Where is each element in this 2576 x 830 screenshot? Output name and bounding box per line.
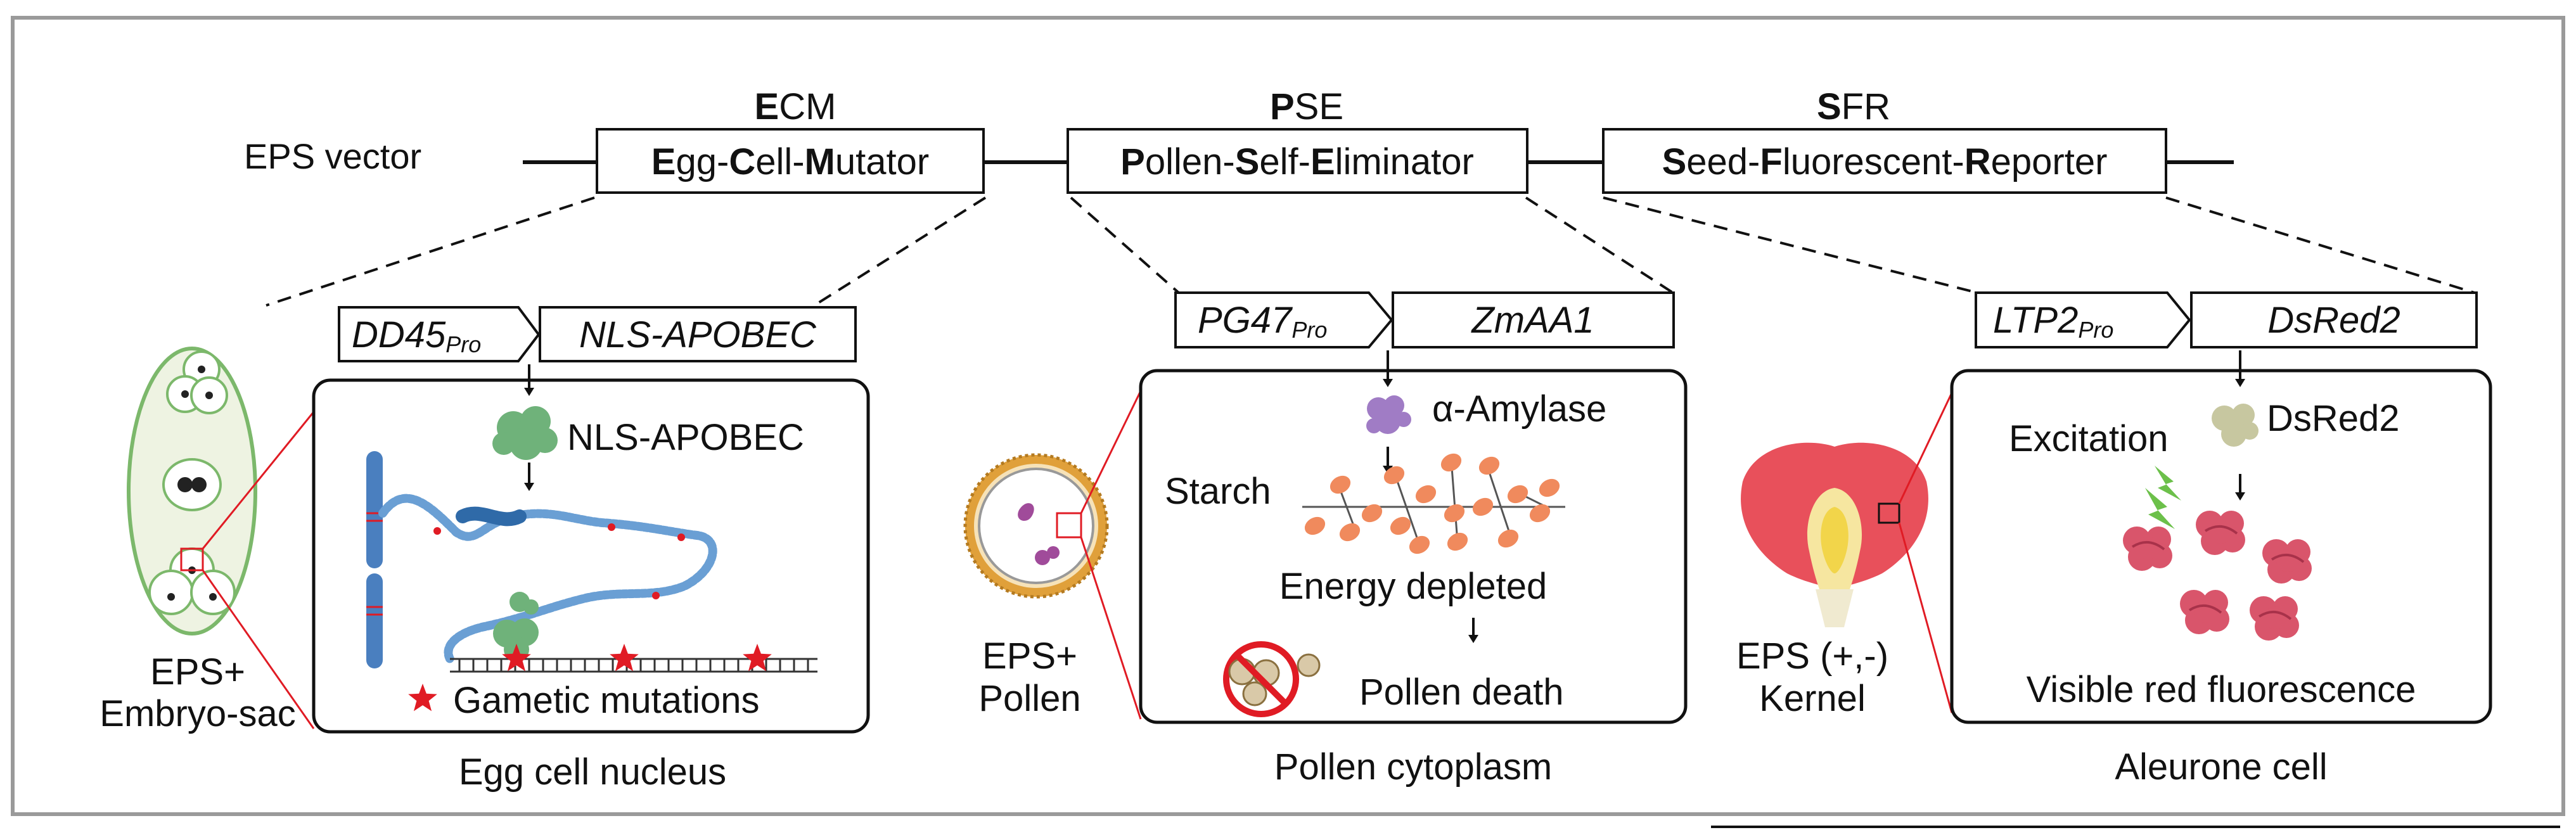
pse-caption: Pollen cytoplasm (1274, 746, 1552, 788)
dsred-fluorescent-blob (2123, 527, 2172, 571)
sfr-excitation-label: Excitation (2009, 418, 2168, 459)
vector-label: EPS vector (244, 136, 421, 176)
pse-death-label: Pollen death (1359, 672, 1563, 713)
pse-module-name: Pollen-Self-Eliminator (1120, 141, 1474, 182)
glucose-unit (1478, 456, 1500, 475)
ecm-cassette: DD45Pro NLS-APOBEC (338, 306, 857, 362)
sfr-abbr: SFR (1817, 86, 1890, 127)
starch-branches (1336, 459, 1547, 546)
glucose-unit (1440, 453, 1462, 472)
sfr-gene: DsRed2 (2267, 300, 2400, 341)
module-name-part: R (1964, 141, 1991, 182)
starch-molecules (1304, 453, 1560, 554)
pse-left-label-2: Pollen (978, 678, 1080, 719)
glucose-unit (1361, 504, 1383, 523)
pse-promoter: PG47Pro (1198, 300, 1327, 343)
dsred-protein-icon (2212, 404, 2259, 447)
module-name-part: gg- (676, 141, 729, 182)
mutation-star (502, 644, 531, 672)
glucose-unit (1409, 535, 1430, 554)
glucose-unit (1447, 532, 1468, 551)
module-name-part: E (1310, 141, 1335, 182)
dsred-fluorescent-blob (2262, 539, 2312, 584)
module-name-part: ollen- (1145, 141, 1235, 182)
pse-energy-label: Energy depleted (1279, 566, 1547, 607)
dna-mutation-stars (502, 644, 772, 672)
dsred-fluorescent-blob (2250, 596, 2299, 641)
sfr-protein-label: DsRed2 (2267, 398, 2400, 439)
glucose-unit (1529, 504, 1551, 523)
ecm-protein-label: NLS-APOBEC (567, 417, 804, 458)
module-name-part: C (729, 141, 755, 182)
pse-enzyme-label: α-Amylase (1432, 388, 1606, 430)
pse-module-box (1067, 128, 1528, 194)
embryo-sac-illustration (127, 347, 315, 729)
ecm-module-box (596, 128, 985, 194)
module-name-part: utator (835, 141, 929, 182)
sfr-caption: Aleurone cell (2115, 746, 2327, 788)
pollen-grain-illustration (963, 390, 1142, 720)
glucose-unit (1339, 523, 1361, 542)
glucose-unit (1330, 475, 1351, 494)
module-name-part: M (805, 141, 835, 182)
sfr-left-label-1: EPS (+,-) (1736, 635, 1888, 677)
excitation-lightning-icon (2145, 466, 2181, 529)
ecm-gene: NLS-APOBEC (579, 314, 817, 355)
dsred-fluorescent-blob (2180, 590, 2229, 634)
module-name-part: eed- (1686, 141, 1760, 182)
sfr-cassette: LTP2Pro DsRed2 (1975, 291, 2478, 348)
module-name-part: luorescent- (1783, 141, 1964, 182)
module-name-part: liminator (1335, 141, 1474, 182)
ecm-caption: Egg cell nucleus (459, 751, 726, 793)
figure-frame (11, 16, 2565, 816)
glucose-unit (1539, 478, 1560, 497)
module-name-part: S (1235, 141, 1260, 182)
pollen-death-icon (1223, 641, 1321, 717)
mutation-star (610, 644, 639, 672)
chromosome-icon (366, 451, 383, 668)
sfr-result-label: Visible red fluorescence (2027, 669, 2416, 710)
mutation-star (743, 644, 772, 672)
sfr-promoter: LTP2Pro (1993, 300, 2113, 343)
dsred-fluorescent-blob (2196, 511, 2245, 555)
glucose-unit (1497, 529, 1519, 548)
kernel-illustration (1741, 392, 1953, 713)
sfr-left-label-2: Kernel (1759, 678, 1866, 719)
ecm-promoter: DD45Pro (352, 314, 481, 357)
pse-left-label-1: EPS+ (982, 635, 1077, 677)
ecm-module-name: Egg-Cell-Mutator (651, 141, 929, 182)
expansion-lines (266, 196, 2475, 307)
glucose-unit (1415, 485, 1437, 504)
sfr-module-name: Seed-Fluorescent-Reporter (1662, 141, 2108, 182)
glucose-unit (1472, 497, 1494, 516)
glucose-unit (1507, 485, 1528, 504)
chromatin-coil (456, 506, 527, 527)
pse-gene: ZmAA1 (1470, 300, 1594, 341)
red-fluorescent-proteins (2123, 511, 2312, 641)
glucose-unit (1304, 516, 1326, 535)
ecm-left-label-1: EPS+ (150, 651, 245, 693)
module-name-part: E (651, 141, 676, 182)
sfr-module-box (1602, 128, 2167, 194)
module-name-part: P (1120, 141, 1145, 182)
glucose-unit (1383, 466, 1405, 485)
ecm-left-label-2: Embryo-sac (99, 693, 295, 734)
module-name-part: elf- (1259, 141, 1310, 182)
chromatin-mutations (433, 523, 685, 599)
amylase-icon (1366, 395, 1411, 434)
module-name-part: eporter (1991, 141, 2108, 182)
mutation-star-icon (408, 684, 437, 712)
glucose-unit (1390, 516, 1411, 535)
apobec-protein-icon (492, 406, 558, 460)
module-name-part: F (1760, 141, 1782, 182)
glucose-unit (1444, 504, 1465, 523)
pse-abbr: PSE (1270, 86, 1343, 127)
module-name-part: ell- (755, 141, 804, 182)
module-name-part: S (1662, 141, 1687, 182)
pse-cassette: PG47Pro ZmAA1 (1174, 291, 1675, 348)
ecm-abbr: ECM (755, 86, 836, 127)
ecm-legend-label: Gametic mutations (453, 680, 760, 721)
pse-substrate-label: Starch (1165, 471, 1271, 512)
